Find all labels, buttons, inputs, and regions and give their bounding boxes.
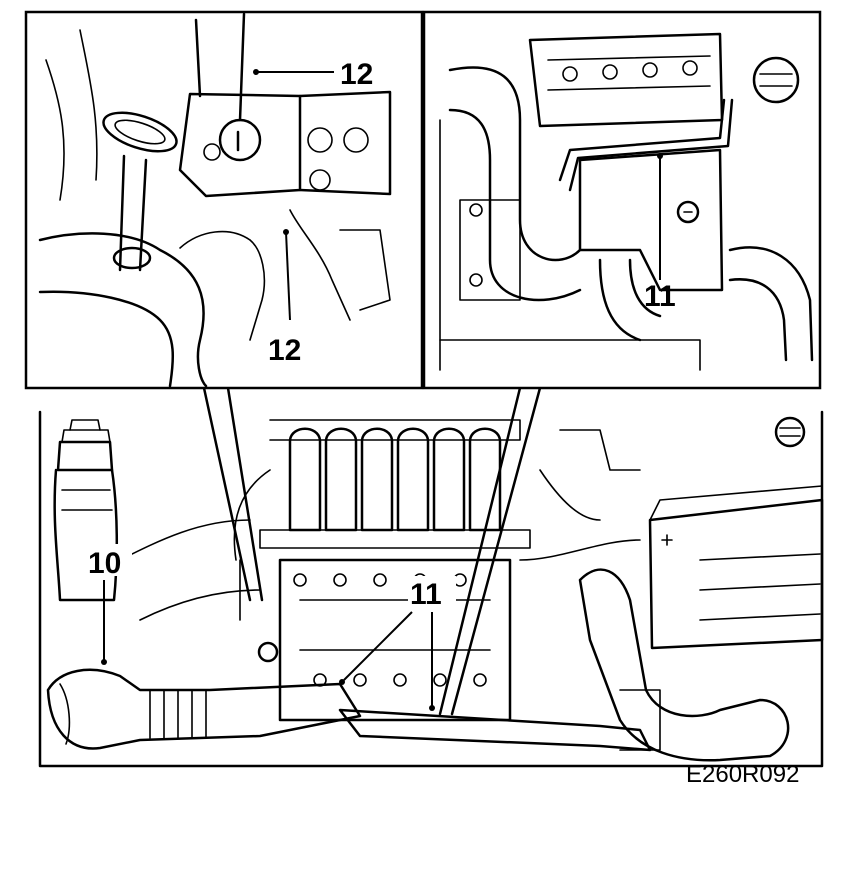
- callout-12-top: 12: [340, 58, 373, 91]
- inset-left: 12 12: [24, 10, 424, 390]
- expansion-tank: [53, 419, 119, 602]
- battery: [648, 485, 824, 650]
- air-intake-hose: [46, 668, 362, 750]
- callout-10: 10: [88, 547, 121, 580]
- intake-manifold: [259, 419, 531, 549]
- main-callouts: 10 11: [88, 544, 456, 711]
- figure-code: E260R092: [686, 761, 799, 788]
- callout-11-inset: 11: [644, 280, 676, 313]
- callout-12-bottom: 12: [268, 334, 301, 367]
- inset-right: 11: [422, 10, 822, 390]
- callout-11-main: 11: [410, 578, 442, 611]
